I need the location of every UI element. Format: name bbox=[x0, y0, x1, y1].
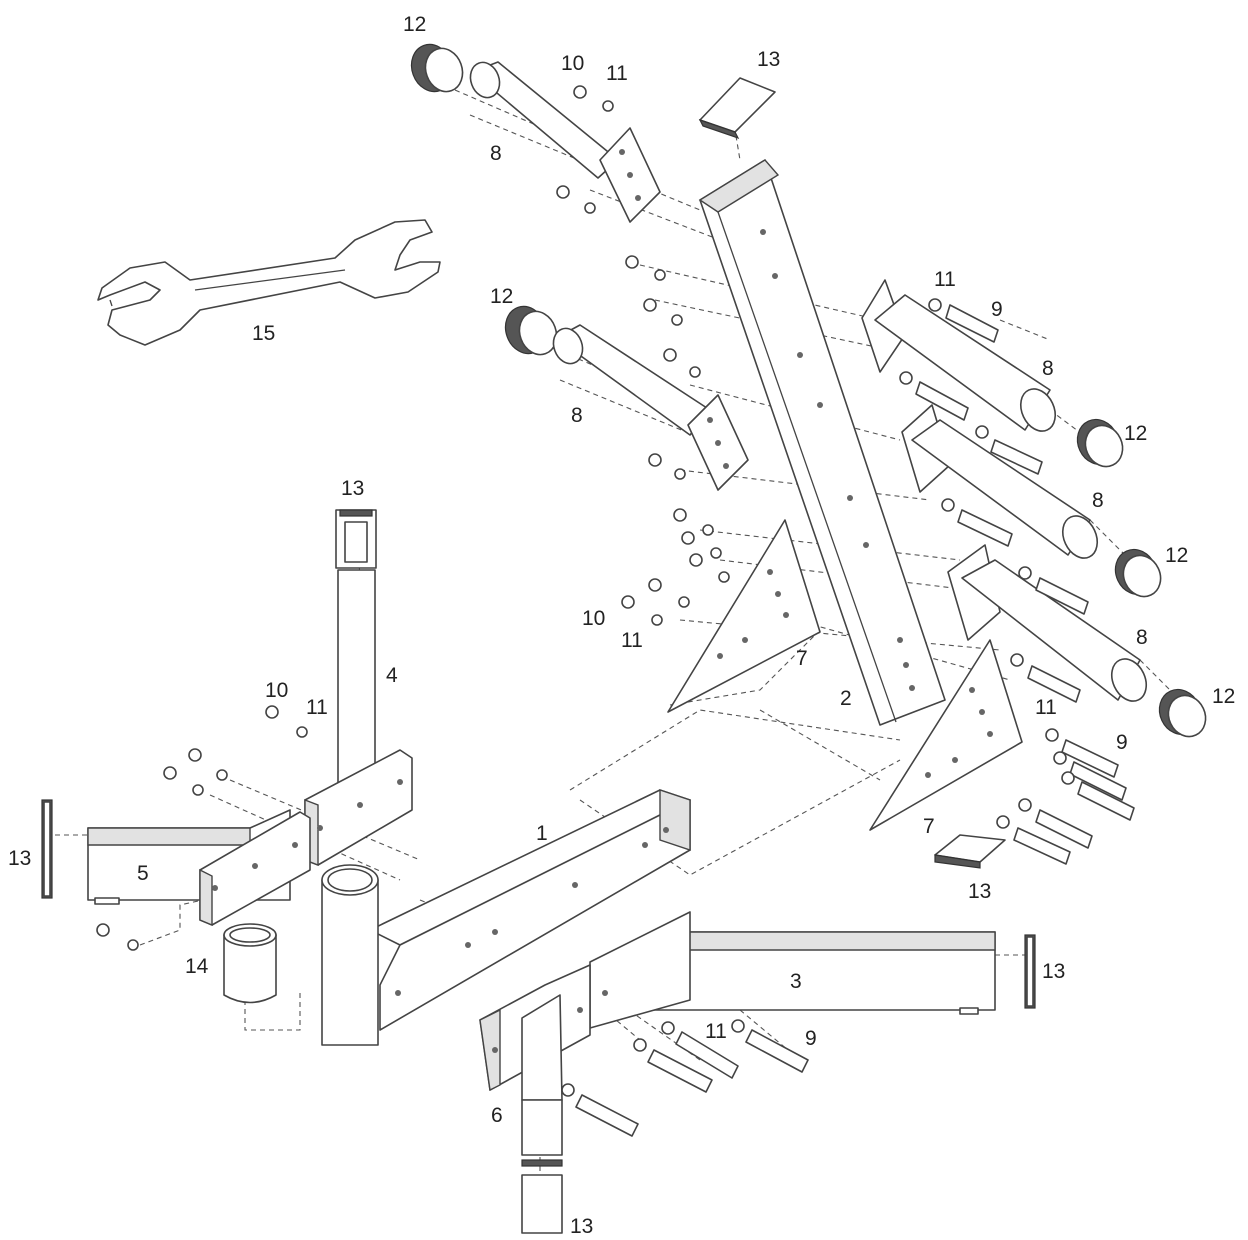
label-2: 2 bbox=[840, 687, 852, 710]
label-11-right: 11 bbox=[1035, 696, 1057, 719]
label-12-top: 12 bbox=[403, 13, 426, 36]
label-3: 3 bbox=[790, 970, 802, 993]
label-4: 4 bbox=[386, 664, 398, 687]
base-beam-part-1 bbox=[369, 789, 691, 1031]
upright-tube-part-2 bbox=[698, 159, 946, 726]
weight-post-right-bottom bbox=[947, 544, 1207, 738]
label-8-right-middle: 8 bbox=[1092, 489, 1104, 512]
end-cap-part-13-bottom-right bbox=[934, 834, 1006, 869]
callout-labels: 1 2 3 4 5 6 7 7 8 8 8 8 8 9 9 9 10 10 10… bbox=[8, 13, 1235, 1238]
end-cap-part-13-left bbox=[41, 799, 53, 899]
label-9-right: 9 bbox=[1116, 731, 1128, 754]
wrench-part-15 bbox=[97, 219, 441, 346]
label-12-right-top: 12 bbox=[1124, 422, 1147, 445]
label-8-right-top: 8 bbox=[1042, 357, 1054, 380]
label-13-bottom: 13 bbox=[570, 1215, 593, 1238]
label-13-bottom-right: 13 bbox=[968, 880, 991, 903]
label-8-right-bottom: 8 bbox=[1136, 626, 1148, 649]
weight-post-right-top bbox=[861, 279, 1124, 475]
label-9-top: 9 bbox=[991, 298, 1003, 321]
label-11-bottom: 11 bbox=[705, 1020, 727, 1043]
label-13-right: 13 bbox=[1042, 960, 1065, 983]
label-13-post: 13 bbox=[341, 477, 364, 500]
label-7-right: 7 bbox=[923, 815, 935, 838]
left-leg-part-5 bbox=[87, 809, 311, 927]
gusset-plate-part-7-right bbox=[869, 639, 1135, 865]
hardware-left-cluster bbox=[96, 705, 308, 951]
label-10-left: 10 bbox=[265, 679, 288, 702]
label-12-middle: 12 bbox=[490, 285, 513, 308]
weight-post-right-middle bbox=[901, 404, 1162, 598]
end-cap-part-13-top bbox=[698, 77, 776, 140]
storage-cylinder bbox=[321, 864, 379, 1046]
hardware-column-left bbox=[621, 255, 730, 626]
label-9-bottom: 9 bbox=[805, 1027, 817, 1050]
bolts-lower-right bbox=[633, 1019, 809, 1093]
label-10-top: 10 bbox=[561, 52, 584, 75]
gusset-plate-part-7-left bbox=[667, 519, 821, 713]
label-6: 6 bbox=[491, 1104, 503, 1127]
cup-part-14 bbox=[223, 923, 277, 1004]
label-11-top: 11 bbox=[606, 62, 628, 85]
end-cap-part-13-right bbox=[1024, 934, 1036, 1009]
label-11-middle: 11 bbox=[621, 629, 643, 652]
right-leg-part-3 bbox=[589, 911, 996, 1029]
label-10-middle: 10 bbox=[582, 607, 605, 630]
label-1: 1 bbox=[536, 822, 548, 845]
label-12-right-middle: 12 bbox=[1165, 544, 1188, 567]
label-8-upper-left: 8 bbox=[490, 142, 502, 165]
label-7-left: 7 bbox=[796, 647, 808, 670]
label-15: 15 bbox=[252, 322, 275, 345]
label-13-top: 13 bbox=[757, 48, 780, 71]
front-post-part-6 bbox=[479, 964, 639, 1234]
weight-post-upper-left bbox=[410, 43, 661, 223]
label-12-right-bottom: 12 bbox=[1212, 685, 1235, 708]
label-11-right-top: 11 bbox=[934, 268, 956, 291]
weight-post-middle-left bbox=[504, 305, 749, 491]
assembly-guide-lines bbox=[55, 89, 1181, 1175]
vertical-post-part-4 bbox=[335, 509, 377, 791]
label-11-left: 11 bbox=[306, 696, 328, 719]
label-5: 5 bbox=[137, 862, 149, 885]
label-8-middle-left: 8 bbox=[571, 404, 583, 427]
label-14: 14 bbox=[185, 955, 209, 978]
label-13-left: 13 bbox=[8, 847, 31, 870]
